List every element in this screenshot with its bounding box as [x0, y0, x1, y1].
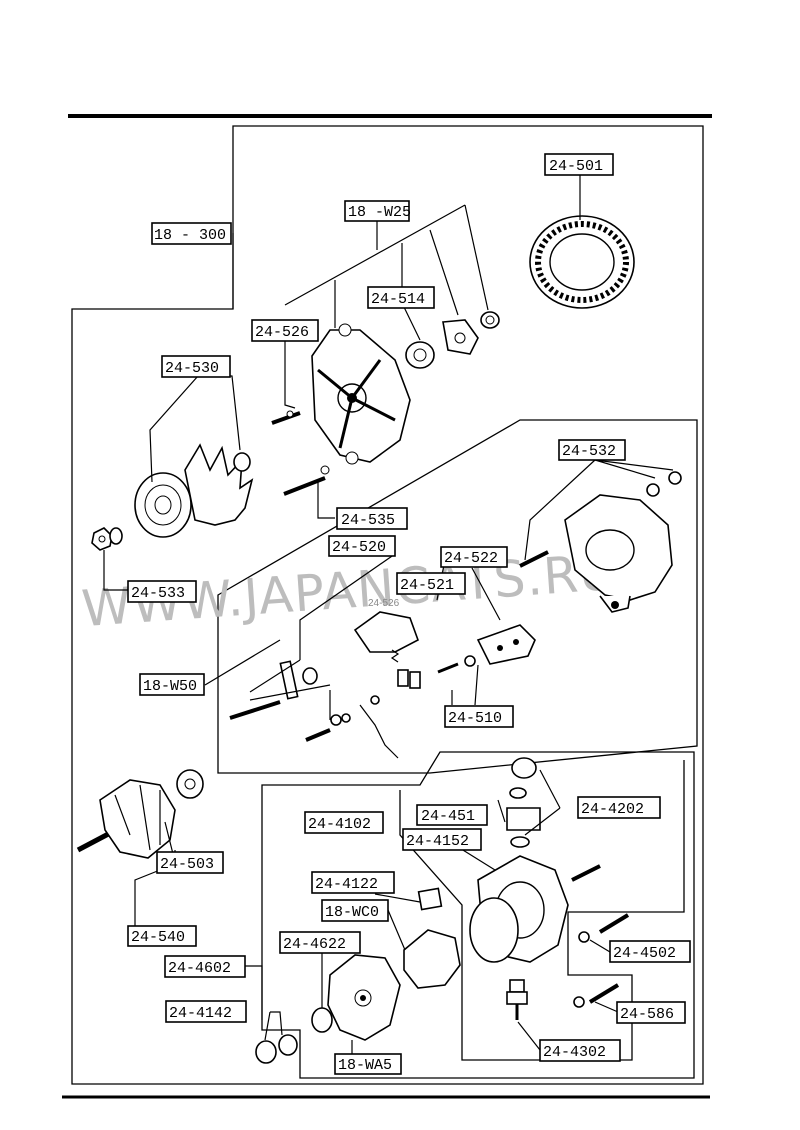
- label-text: 24-501: [549, 158, 603, 175]
- label-text: 24-4202: [581, 801, 644, 818]
- label-24-532: 24-532: [558, 439, 626, 461]
- label-18-wc0: 18-WC0: [321, 899, 389, 922]
- label-text: 24-586: [620, 1006, 674, 1023]
- label-24-526: 24-526: [251, 319, 319, 342]
- label-24-522: 24-522: [440, 546, 508, 568]
- label-24-530: 24-530: [161, 355, 231, 378]
- label-text: 18 - 300: [154, 227, 226, 244]
- rear-housing-part: [564, 494, 673, 613]
- label-24-503: 24-503: [156, 851, 224, 874]
- label-text: 24-520: [332, 539, 386, 556]
- label-24-533: 24-533: [127, 580, 197, 603]
- label-text: 24-540: [131, 929, 185, 946]
- pump-bolts-part: [573, 913, 630, 1008]
- label-24-514: 24-514: [367, 286, 435, 309]
- label-text: 24-4122: [315, 876, 378, 893]
- label-text: 24-451: [421, 808, 475, 825]
- assembly-frame-24-4602: [261, 751, 695, 1079]
- spacer-ring-part: [480, 311, 500, 329]
- label-text: 18-WC0: [325, 904, 379, 921]
- stator-part: [529, 215, 635, 309]
- label-text: 24-4602: [168, 960, 231, 977]
- pulley-nut-part: [91, 527, 123, 551]
- label-24-4622: 24-4622: [279, 931, 361, 954]
- figure-number: 24-526: [368, 598, 400, 609]
- label-24-520: 24-520: [328, 535, 396, 557]
- label-text: 24-4502: [613, 945, 676, 962]
- label-24-510: 24-510: [444, 705, 514, 728]
- rectifier-part: [437, 624, 536, 674]
- retainer-plate-part: [442, 319, 479, 355]
- pulley-fan-part: [134, 443, 254, 538]
- label-text: 24-4302: [543, 1044, 606, 1061]
- label-24-586: 24-586: [616, 1001, 686, 1024]
- label-24-4202: 24-4202: [577, 796, 661, 819]
- rotor-part: [76, 769, 204, 859]
- label-24-4502: 24-4502: [609, 940, 691, 963]
- label-text: 24-521: [400, 577, 454, 594]
- check-valve-part: [497, 757, 541, 848]
- label-text: 24-503: [160, 856, 214, 873]
- oil-seal-part: [255, 1034, 298, 1064]
- label-text: 24-4152: [406, 833, 469, 850]
- label-text: 24-514: [371, 291, 425, 308]
- terminal-screws-part: [229, 660, 399, 759]
- pump-cover-part: [311, 954, 401, 1041]
- label-24-451: 24-451: [416, 804, 488, 826]
- label-text: 24-526: [255, 324, 309, 341]
- label-24-4142: 24-4142: [165, 1000, 247, 1023]
- label-24-4152: 24-4152: [402, 828, 482, 851]
- label-24-4302: 24-4302: [539, 1039, 621, 1062]
- label-text: 18-W50: [143, 678, 197, 695]
- rear-housing-bolt-part: [519, 471, 682, 568]
- brush-holder-part: [353, 611, 421, 689]
- label-text: 24-4142: [169, 1005, 232, 1022]
- label-24-521: 24-521: [396, 572, 466, 595]
- label-18-300: 18 - 300: [151, 222, 232, 245]
- label-24-4102: 24-4102: [304, 811, 384, 834]
- label-24-535: 24-535: [336, 507, 408, 530]
- label-text: 24-532: [562, 443, 616, 460]
- label-text: 24-530: [165, 360, 219, 377]
- label-text: 24-4102: [308, 816, 371, 833]
- label-text: 24-535: [341, 512, 395, 529]
- label-18-w50: 18-W50: [139, 673, 205, 696]
- label-24-540: 24-540: [127, 925, 197, 947]
- label-text: 18-WA5: [338, 1057, 392, 1074]
- label-text: 18 -W25: [348, 204, 411, 221]
- assembly-frame-18-w50: [217, 419, 698, 774]
- pump-rotor-part: [403, 887, 461, 989]
- label-text: 24-510: [448, 710, 502, 727]
- front-housing-part: [311, 323, 411, 465]
- pump-housing-part: [469, 855, 601, 963]
- bearing-part: [405, 341, 435, 369]
- label-18-w25: 18 -W25: [344, 200, 411, 222]
- label-text: 24-522: [444, 550, 498, 567]
- label-text: 24-533: [131, 585, 185, 602]
- label-18-wa5: 18-WA5: [334, 1053, 402, 1075]
- label-24-4122: 24-4122: [311, 871, 395, 894]
- label-24-4602: 24-4602: [164, 955, 246, 978]
- pump-fitting-part: [506, 979, 528, 1020]
- label-24-501: 24-501: [544, 153, 614, 176]
- label-text: 24-4622: [283, 936, 346, 953]
